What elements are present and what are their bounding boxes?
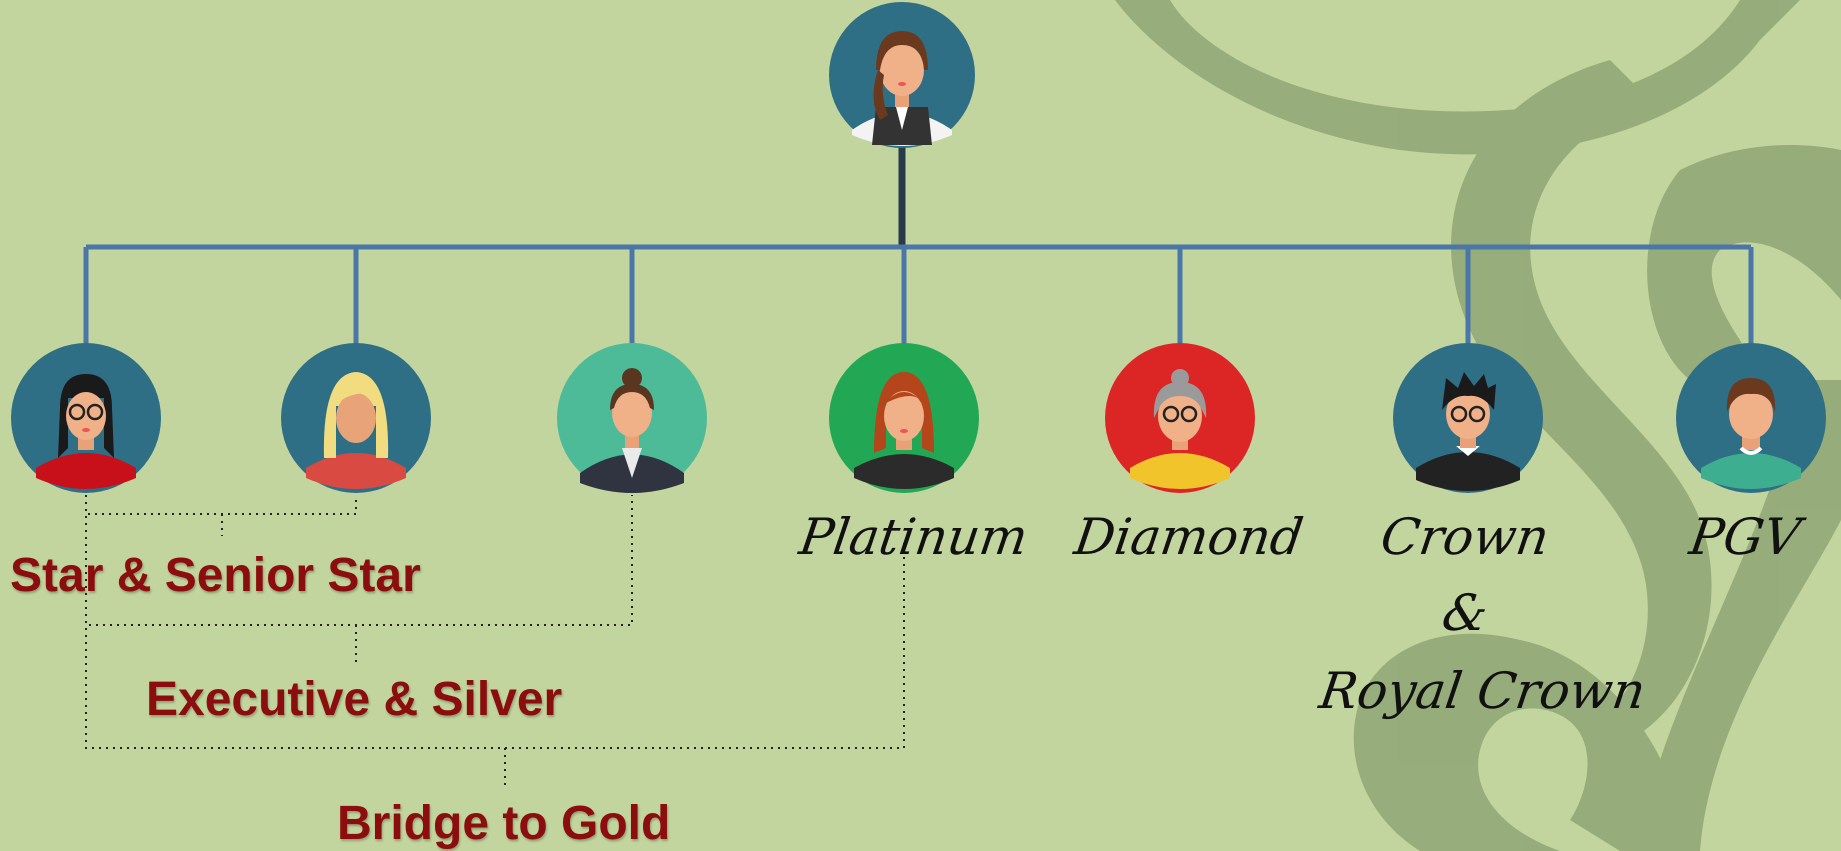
star-bracket [85, 495, 357, 536]
rank-label-diamond: Diamond [1070, 508, 1307, 566]
rank-label-ampersand: & [1438, 584, 1492, 642]
avatar-1 [11, 343, 161, 493]
dotted-group-brackets [85, 495, 905, 786]
rank-label-pgv: PGV [1686, 508, 1804, 566]
connector-lines [83, 140, 1754, 345]
root-avatar [829, 2, 975, 148]
rank-label-platinum: Platinum [795, 508, 1032, 566]
group-label-bridge: Bridge to Gold [337, 797, 671, 850]
avatar-3 [557, 343, 707, 493]
avatar-4 [829, 343, 979, 493]
avatar-6 [1393, 343, 1543, 493]
rank-label-crown: Crown [1377, 508, 1553, 566]
rank-label-royal-crown: Royal Crown [1315, 662, 1650, 720]
background-swirl-decoration [1115, 0, 1841, 851]
avatar-5 [1105, 343, 1255, 493]
avatar-7 [1676, 343, 1826, 493]
bridge-bracket [85, 495, 905, 786]
group-label-executive: Executive & Silver [146, 673, 563, 726]
avatar-2 [281, 343, 431, 493]
group-label-star: Star & Senior Star [10, 549, 421, 602]
